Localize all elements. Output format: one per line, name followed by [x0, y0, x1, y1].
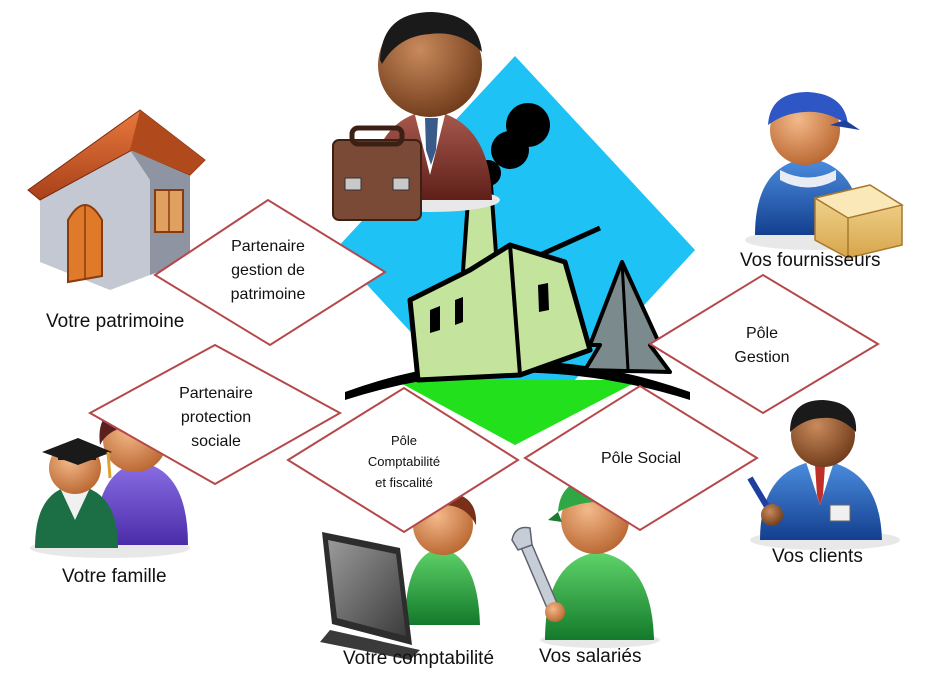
- diamond-text-5-line-1: Pôle: [746, 325, 778, 342]
- diamond-text-4-line-1: Pôle Social: [601, 450, 681, 467]
- factory-building-icon: [407, 170, 672, 383]
- diamond-pole-social: [523, 384, 759, 532]
- accountant-computer-icon: [320, 492, 480, 660]
- client-businessman-icon: [747, 400, 900, 550]
- diamond-text-3-line-1: Pôle: [391, 433, 417, 448]
- central-green-ground: [395, 380, 640, 445]
- diamond-text-1-line-1: Partenaire: [231, 238, 305, 255]
- label-votre-comptabilite: Votre comptabilité: [343, 648, 494, 669]
- diamond-pole-gestion: [648, 273, 880, 415]
- diamond-text-1-line-3: patrimoine: [231, 286, 306, 303]
- diamond-pole-comptabilite: [286, 386, 520, 534]
- diamond-text-3-line-3: et fiscalité: [375, 475, 433, 490]
- label-vos-clients: Vos clients: [772, 546, 863, 567]
- diamond-partenaire-protection: [87, 343, 343, 486]
- delivery-man-boxes-icon: [745, 92, 904, 259]
- label-vos-fournisseurs: Vos fournisseurs: [740, 250, 880, 271]
- label-vos-salaries: Vos salariés: [539, 646, 641, 667]
- diamond-text-3-line-2: Comptabilité: [368, 454, 440, 469]
- diamond-partenaire-patrimoine: [153, 198, 387, 347]
- label-votre-famille: Votre famille: [62, 566, 167, 587]
- diamond-text-2-line-3: sociale: [191, 433, 241, 450]
- diamond-text-1-line-2: gestion de: [231, 262, 305, 279]
- diamond-text-5-line-2: Gestion: [734, 349, 789, 366]
- diamond-boxes: [87, 198, 880, 534]
- business-owner-icon: [332, 12, 500, 221]
- stakeholder-labels: Votre patrimoine Votre famille Votre com…: [46, 250, 880, 669]
- diamond-text-2-line-1: Partenaire: [179, 385, 253, 402]
- diamond-text-2-line-2: protection: [181, 409, 251, 426]
- house-icon: [27, 109, 206, 290]
- diamond-texts: Partenaire gestion de patrimoine Partena…: [179, 238, 789, 490]
- label-votre-patrimoine: Votre patrimoine: [46, 311, 184, 332]
